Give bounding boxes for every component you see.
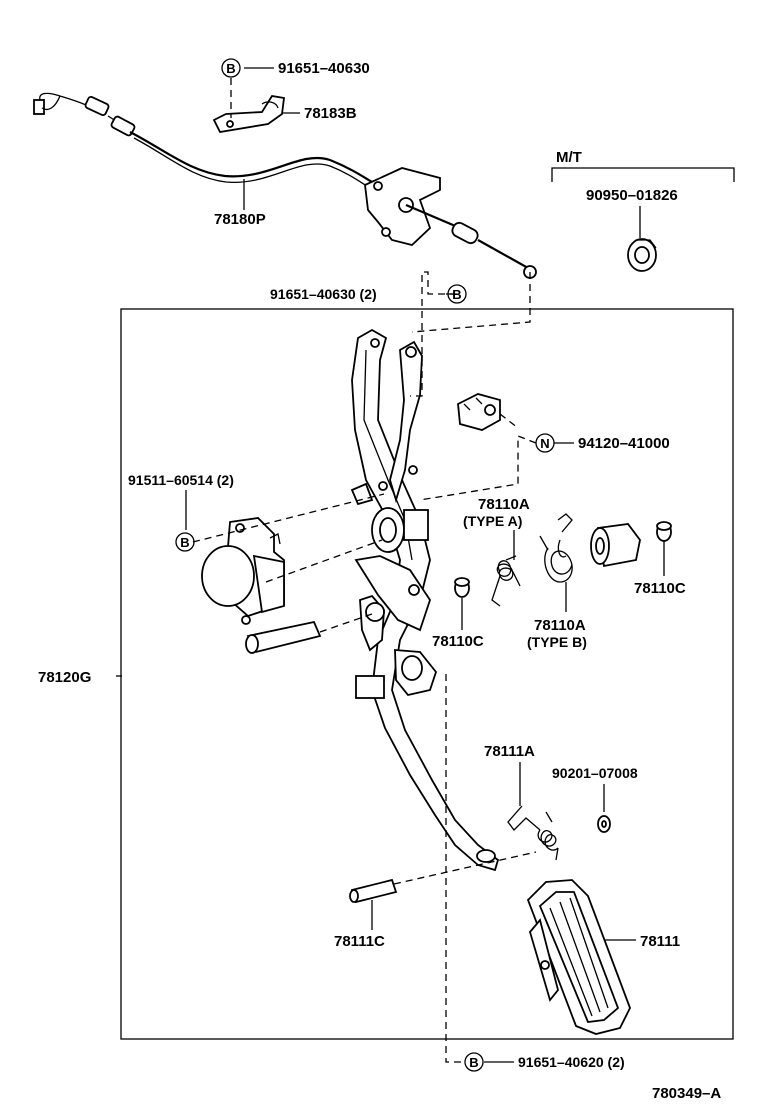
marker-b-bottom: B (464, 1052, 484, 1072)
pin-78111c (349, 878, 398, 904)
label-spring-a-type: (TYPE A) (463, 513, 522, 529)
spring-78111a (507, 805, 559, 861)
marker-b-left: B (175, 532, 195, 552)
pedal-arm-78120g (350, 328, 500, 872)
assembly-frame (120, 308, 734, 1040)
svg-text:B: B (452, 287, 461, 302)
label-b-cable-part: 91651–40630 (2) (270, 286, 377, 302)
cable-bracket (364, 167, 537, 279)
bushing-mid (454, 577, 470, 598)
washer (597, 815, 611, 833)
marker-n: N (535, 433, 555, 453)
label-spring-b: 78110A (534, 617, 586, 634)
label-pin: 78111C (334, 933, 385, 950)
label-bushing-right: 78110C (634, 580, 686, 597)
label-assembly: 78120G (38, 669, 91, 686)
marker-b-top: B (221, 58, 241, 78)
svg-text:B: B (226, 61, 235, 76)
label-b-bottom-part: 91651–40620 (2) (518, 1054, 625, 1070)
pedal-sensor (201, 517, 285, 625)
mt-bracket (551, 167, 735, 182)
label-spring-a: 78110A (478, 496, 530, 513)
marker-b-cable: B (447, 284, 467, 304)
bracket-78183b (212, 95, 286, 133)
nut-90950 (627, 206, 657, 272)
label-b-left-part: 91511–60514 (2) (128, 472, 234, 488)
label-bushing-mid: 78110C (432, 633, 484, 650)
pedal-pad (526, 879, 631, 1035)
label-spring-b-type: (TYPE B) (527, 634, 587, 650)
label-b-top-part: 91651–40630 (278, 60, 370, 77)
bushing-right (590, 521, 672, 568)
svg-text:B: B (180, 535, 189, 550)
label-cable: 78180P (214, 211, 266, 228)
label-pad: 78111 (640, 933, 680, 950)
label-mt: M/T (556, 149, 582, 166)
spring-type-a (491, 555, 521, 607)
accelerator-cable (33, 92, 373, 210)
connector-n-part (457, 393, 501, 431)
svg-text:N: N (540, 436, 549, 451)
label-washer: 90201–07008 (552, 765, 638, 781)
svg-text:B: B (469, 1055, 478, 1070)
figure-id: 780349–A (652, 1085, 721, 1102)
label-mt-part: 90950–01826 (586, 187, 678, 204)
label-spring-small: 78111A (484, 743, 535, 760)
label-n-part: 94120–41000 (578, 435, 670, 452)
pivot-shaft (245, 620, 322, 654)
spring-type-b (539, 513, 573, 583)
label-bracket: 78183B (304, 105, 357, 122)
